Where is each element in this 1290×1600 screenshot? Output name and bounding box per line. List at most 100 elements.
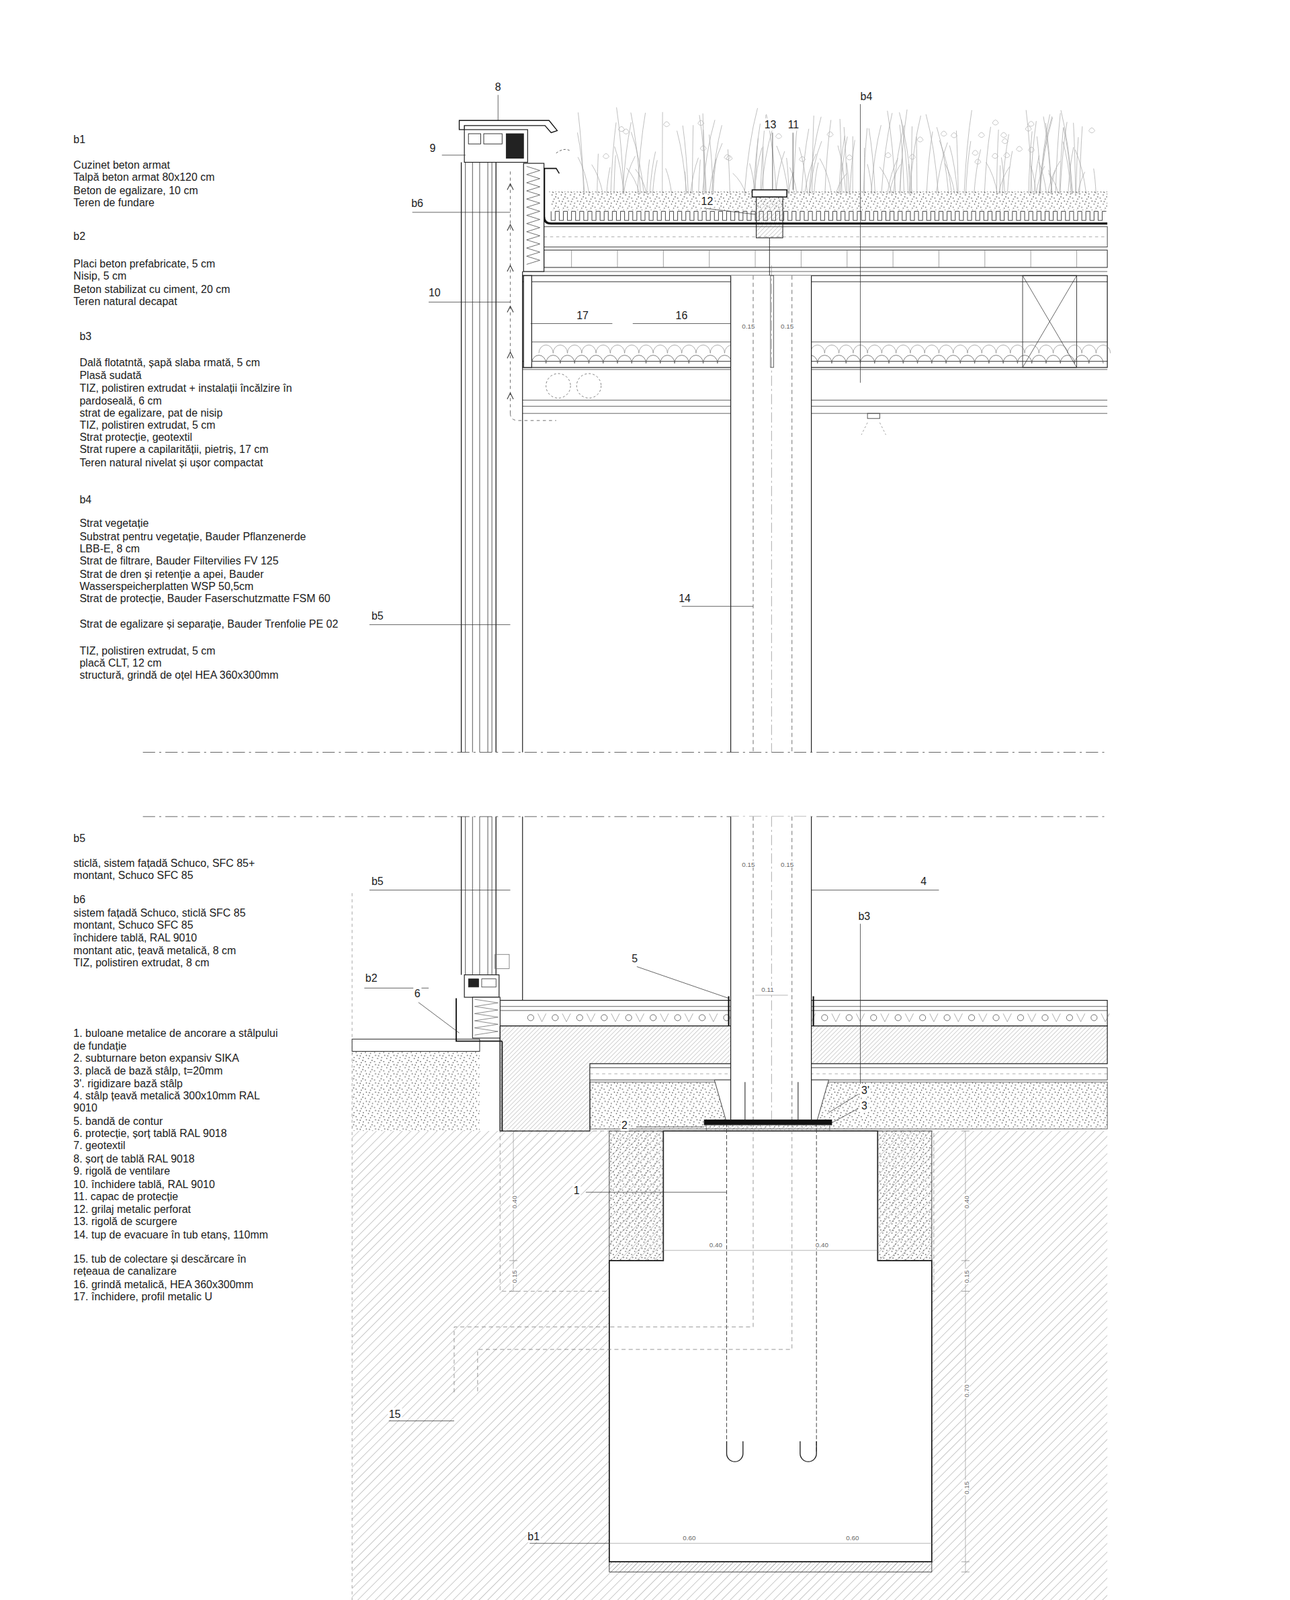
curtain-wall-line	[491, 816, 493, 975]
flower-symbol	[698, 120, 705, 126]
flower-symbol	[1088, 127, 1095, 134]
break-line	[143, 816, 1108, 817]
curtain-wall-line	[479, 162, 480, 753]
note-text: b6	[73, 892, 86, 906]
clt-joint	[892, 249, 894, 268]
heating-pipe	[870, 1014, 877, 1021]
vegetation-stroke	[809, 141, 822, 195]
vegetation-stroke	[916, 136, 918, 194]
callout-number: 9	[428, 141, 437, 155]
leader-line	[428, 301, 511, 303]
note-text: 8. șorț de tablă RAL 9018	[73, 1152, 195, 1166]
callout-number: 3'	[860, 1083, 871, 1097]
dimension-text: 0.40	[708, 1240, 723, 1249]
vegetation-stroke	[1075, 137, 1078, 194]
dimension-tick	[961, 1561, 970, 1563]
vegetation-stroke	[936, 142, 949, 195]
lean-concrete	[609, 1561, 932, 1572]
leader-line	[369, 624, 511, 625]
parapet-tube	[505, 133, 524, 158]
curtain-wall-line	[464, 816, 466, 975]
insulation-mark	[1027, 1013, 1037, 1022]
note-text: 7. geotextil	[73, 1138, 125, 1152]
flower-symbol	[917, 137, 924, 143]
leader-line	[828, 1093, 858, 1112]
vegetation-stroke	[956, 130, 959, 194]
note-text: 16. grindă metalică, HEA 360x300mm	[73, 1277, 254, 1291]
heating-pipe	[576, 1014, 583, 1021]
vegetation-stroke	[944, 163, 955, 195]
service-pipe	[576, 373, 601, 398]
vegetation-stroke	[808, 116, 822, 195]
ventilation-gutter	[544, 168, 560, 175]
anchor-bolt	[816, 1110, 817, 1452]
note-text: 13. rigolă de scurgere	[73, 1214, 177, 1228]
steel-beam	[522, 275, 1108, 368]
ceiling-line	[522, 368, 1108, 370]
light-beam	[861, 422, 886, 435]
clt-joint	[571, 249, 572, 268]
note-text: 3'. rigidizare bază stâlp	[73, 1077, 183, 1090]
geotextile	[501, 1040, 503, 1131]
inner-wall-line	[522, 816, 523, 1000]
perforated-grille	[756, 196, 783, 238]
curtain-wall-line	[491, 162, 493, 753]
vegetation-stroke	[637, 112, 646, 195]
dimension-line	[663, 1249, 878, 1251]
insulation-line	[589, 1072, 1108, 1074]
vegetation-stroke	[712, 158, 717, 194]
u-profile	[523, 275, 532, 368]
callout-number: 15	[387, 1407, 402, 1421]
dimension-line	[609, 1542, 932, 1544]
note-text: Strat de egalizare și separație, Bauder …	[79, 617, 347, 631]
flower-symbol	[884, 152, 891, 158]
note-text: sistem fațadă Schuco, sticlă SFC 85	[73, 906, 246, 920]
heating-pipe	[650, 1014, 657, 1021]
heating-pipe	[601, 1014, 608, 1021]
dimension-text: 0.40	[509, 1194, 518, 1210]
grout-layer	[706, 1124, 830, 1131]
heating-pipe	[1042, 1014, 1049, 1021]
note-text: TIZ, polistiren extrudat, 8 cm	[73, 956, 209, 969]
flower-symbol	[1016, 146, 1023, 152]
callout-number: 12	[700, 194, 715, 208]
vegetation-stroke	[1029, 120, 1037, 194]
anchor-bolt	[726, 1110, 727, 1452]
vegetation-stroke	[814, 162, 819, 195]
leader-line	[497, 94, 499, 121]
vegetation-stroke	[610, 122, 617, 194]
vegetation-stroke	[939, 140, 952, 195]
flower-symbol	[950, 132, 957, 138]
profile-chamber	[468, 978, 479, 987]
flower-symbol	[663, 121, 670, 127]
curtain-wall-line	[460, 162, 462, 753]
leader-line	[418, 1002, 460, 1034]
flower-symbol	[622, 129, 629, 135]
substrate-layer	[550, 192, 1108, 211]
vegetation-stroke	[849, 139, 855, 194]
dimension-text: 0.15	[962, 1269, 970, 1284]
heating-pipe	[968, 1014, 975, 1021]
vegetation-stroke	[936, 126, 949, 194]
vegetation-stroke	[867, 163, 873, 194]
dimension-text: 0.15	[780, 860, 795, 869]
perimeter-band	[727, 996, 729, 1026]
profile-chamber	[481, 978, 496, 987]
vegetation-stroke	[974, 149, 981, 194]
dimension-tick	[509, 1259, 518, 1261]
threshold-insulation	[472, 997, 500, 1039]
vegetation-stroke	[984, 126, 991, 195]
callout-number: b5	[370, 874, 385, 888]
clt-joint	[755, 249, 756, 268]
boundary-line	[352, 892, 353, 1600]
leader-line	[389, 1420, 455, 1422]
vegetation-stroke	[1038, 116, 1052, 194]
flower-symbol	[602, 153, 609, 159]
collector-pipe	[477, 1122, 793, 1394]
note-text: Beton stabilizat cu ciment, 20 cm	[73, 282, 230, 296]
ventilation-path	[509, 171, 511, 414]
vegetation-stroke	[708, 143, 723, 194]
note-text: Plasă sudată	[79, 368, 142, 381]
vegetation-stroke	[911, 126, 912, 195]
